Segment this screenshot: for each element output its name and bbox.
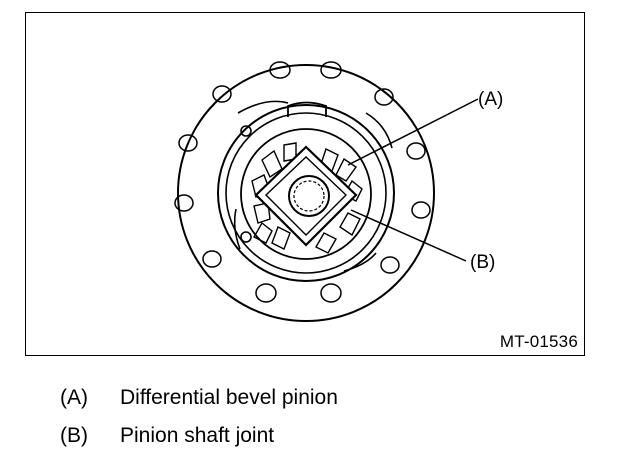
legend-text: Differential bevel pinion [120,386,338,409]
leader-a [347,98,479,166]
leader-b [350,209,467,262]
callout-a: (A) [478,89,503,110]
differential-case-illustration: (A) (B) [174,61,503,322]
case-ring-inner [225,112,387,274]
figure-code: MT-01536 [499,332,578,351]
pinion-shaft-joint [254,145,358,247]
legend-key: (A) [60,386,88,409]
callout-b: (B) [470,252,495,273]
flange-outer [177,64,435,322]
case-lug-top [287,101,327,117]
diagram-frame: (A) (B) MT-01536 [25,12,585,356]
legend-text: Pinion shaft joint [120,424,275,447]
gear-cage [240,128,372,260]
legend-key: (B) [60,424,88,447]
bolt-holes [174,61,431,303]
case-ring-outer [217,104,395,282]
center-bore [288,175,330,217]
